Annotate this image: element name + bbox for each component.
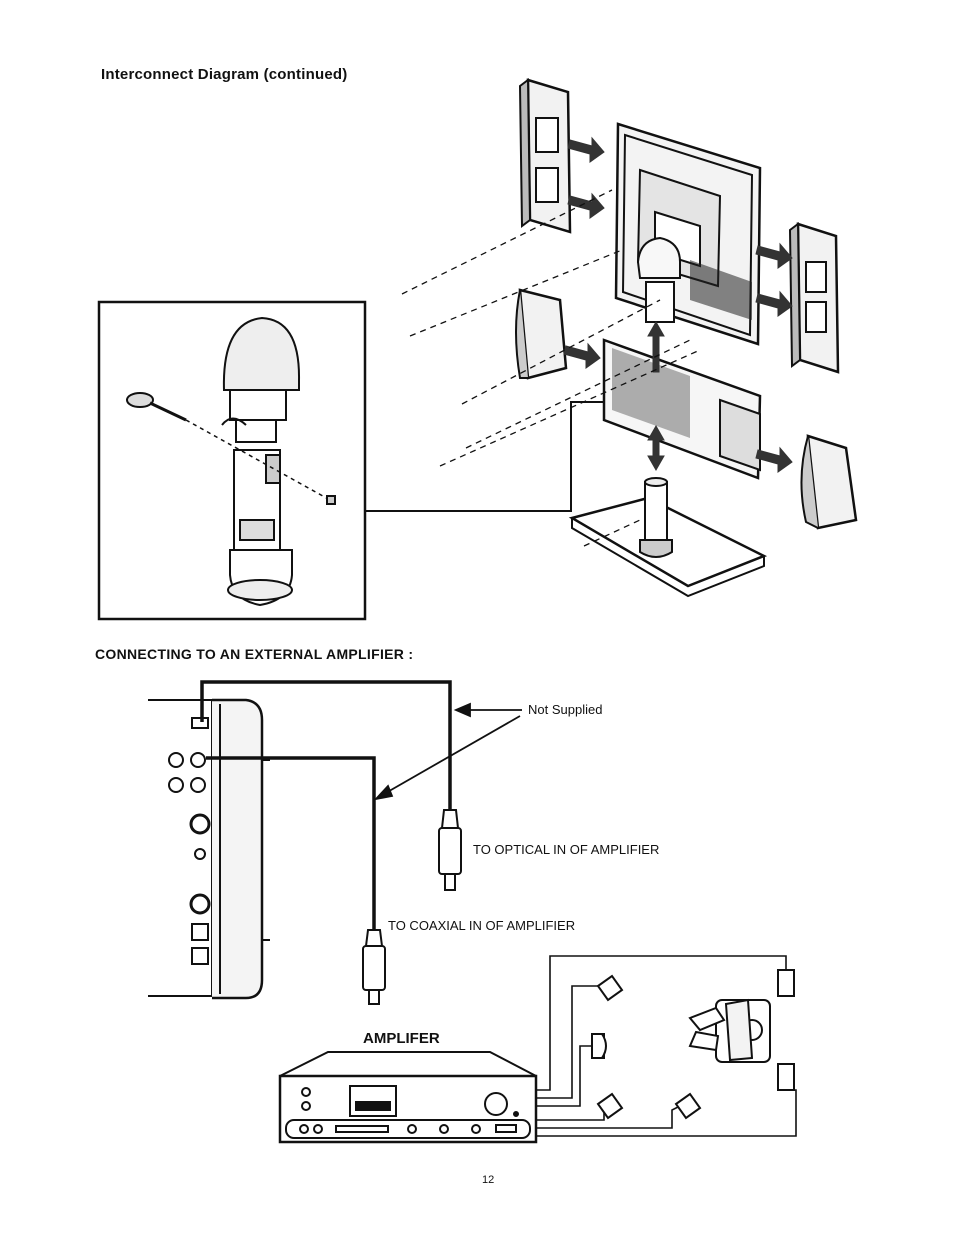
detail-inset-box (97, 300, 367, 621)
coaxial-in-label: TO COAXIAL IN OF AMPLIFIER (388, 918, 576, 933)
optical-cable (200, 680, 452, 810)
speaker-bottom-left (515, 288, 568, 380)
speaker-top-left (518, 78, 572, 234)
not-supplied-label: Not Supplied (528, 702, 603, 717)
detail-leader-line (365, 401, 622, 512)
dvd-player-side-panel (148, 698, 270, 1000)
base-unit (602, 338, 762, 480)
page-title: Interconnect Diagram (continued) (101, 66, 348, 83)
not-supplied-arrows (373, 702, 522, 801)
section-title: CONNECTING TO AN EXTERNAL AMPLIFIER : (95, 646, 414, 662)
speaker-right (788, 222, 840, 374)
assembly-arrows (563, 136, 793, 473)
screw-guide-lines (401, 189, 701, 547)
monitor-body (614, 122, 762, 346)
amplifier-unit (278, 1051, 538, 1144)
room-speakers (591, 969, 795, 1120)
optical-in-label: TO OPTICAL IN OF AMPLIFIER (473, 842, 660, 857)
page-number: 12 (482, 1174, 495, 1186)
stand-pole-detail (126, 316, 336, 607)
coaxial-plug (362, 929, 386, 1005)
coaxial-cable (206, 756, 376, 930)
listener-figure (688, 998, 771, 1063)
optical-plug (438, 809, 462, 891)
speaker-bottom-right (800, 434, 858, 530)
amplifier-title: AMPLIFER (363, 1030, 440, 1047)
stand-foot (568, 477, 768, 598)
